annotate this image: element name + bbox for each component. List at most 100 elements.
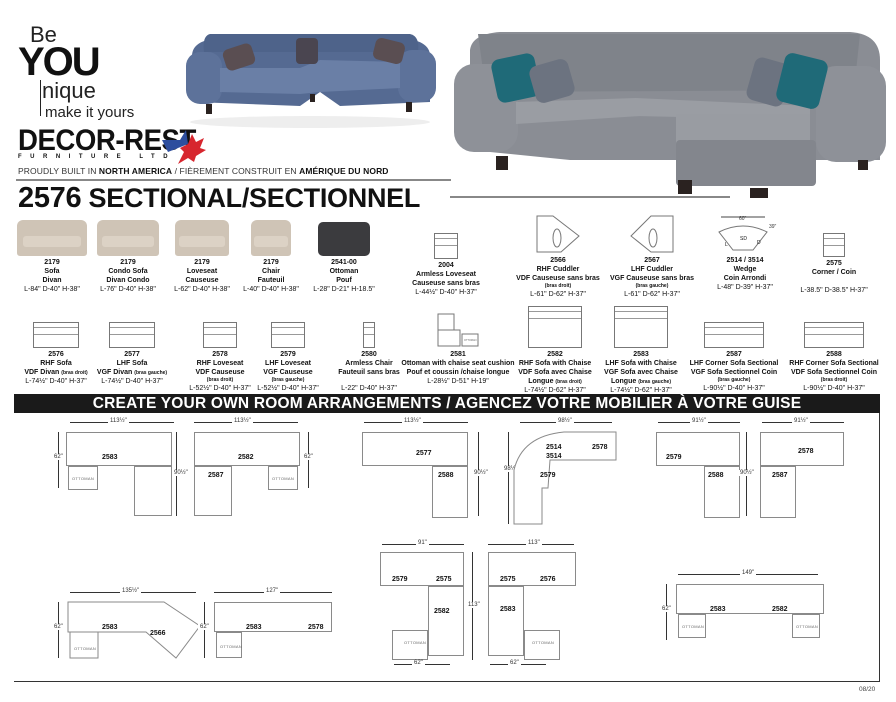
condo-sofa-photo (97, 220, 159, 256)
bottom-dim: 62" (412, 660, 425, 666)
product-name-fr: VGF Divan (bras gauche) (96, 369, 168, 376)
piece-label: 2587 (208, 472, 224, 479)
product-name-en: RHF Corner Sofa Sectional (789, 360, 879, 367)
arrangement-10[interactable]: 127" 62" OTTOMAN 2583 2578 (198, 588, 338, 663)
width-dim: 127" (264, 588, 281, 594)
product-dims: L-90½" D-40" H-37" (803, 385, 865, 392)
piece-label: 2583 (710, 606, 726, 613)
product-name-en: RHF Loveseat (196, 360, 244, 367)
tagline-divider (40, 80, 41, 116)
product-note: (bras droit) (544, 283, 572, 289)
hero-photo-blue-sectional (186, 34, 436, 128)
product-2582-rhf-sofa-chaise[interactable]: 2582 RHF Sofa with Chaise VDF Sofa avec … (514, 306, 596, 395)
product-name-en: Corner / Coin (811, 269, 857, 276)
product-name-en: Ottoman (329, 268, 359, 275)
armless-loveseat-diagram (434, 233, 458, 259)
arrangement-11[interactable]: 149" 62" OTTOMAN OTTOMAN 2583 2582 (660, 568, 840, 643)
piece-label: 2576 (540, 576, 556, 583)
product-dims: L-90½" D-40" H-37" (703, 385, 765, 392)
side-dim: 90½" (472, 470, 490, 476)
product-2580-armless-chair[interactable]: 2580 Armless Chair Fauteuil sans bras L-… (334, 322, 404, 393)
product-2587-lhf-corner-sofa[interactable]: 2587 LHF Corner Sofa Sectional VGF Sofa … (686, 322, 782, 393)
arrangement-4[interactable]: 98½" 98½" 2578 2514 3514 2579 (500, 418, 628, 530)
ottoman-label: OTTOMAN (404, 640, 427, 645)
depth-dim: 62" (52, 454, 65, 460)
product-note: (bras gauche) (271, 377, 305, 383)
product-2566-rhf-cuddler[interactable]: 2566 RHF Cuddler VDF Causeuse sans bras … (510, 214, 606, 299)
footer-date: 08/20 (859, 686, 876, 693)
product-name-en: Loveseat (186, 268, 218, 275)
piece-label: 2514 (546, 444, 562, 451)
width-dim: 91½" (792, 418, 810, 424)
product-2179-chair[interactable]: 2179 Chair Fauteuil L-40" D-40" H-38" (238, 220, 304, 294)
product-code: 2587 (726, 351, 742, 358)
piece-label: 2578 (592, 444, 608, 451)
product-2567-lhf-cuddler[interactable]: 2567 LHF Cuddler VGF Causeuse sans bras … (604, 214, 700, 299)
arrangement-3[interactable]: 113½" 2577 2588 90½" (360, 418, 490, 518)
sofa-photo (17, 220, 87, 256)
ottoman-label: OTTOMAN (74, 646, 97, 651)
product-code: 2576 (48, 351, 64, 358)
header-divider (16, 179, 451, 181)
arrangement-8[interactable]: 113" OTTOMAN 2575 2576 2583 62" (484, 540, 584, 670)
product-2576-rhf-sofa[interactable]: 2576 RHF Sofa VDF Divan (bras droit) L-7… (18, 322, 94, 386)
tagline-make-it-yours: make it yours (45, 104, 135, 121)
product-name-fr: VGF Causeuse sans bras (609, 275, 695, 282)
width-dim: 98½" (556, 418, 574, 424)
product-2575-corner[interactable]: 2575 Corner / Coin L-38.5" D-38.5" H-37" (794, 233, 874, 295)
product-code: 2577 (124, 351, 140, 358)
side-dim: 90½" (172, 470, 190, 476)
ottoman-label: OTTOMAN (532, 640, 555, 645)
piece-label: 2587 (772, 472, 788, 479)
product-dims: L-52½" D-40" H-37" (189, 385, 251, 392)
product-2588-rhf-corner-sofa[interactable]: 2588 RHF Corner Sofa Sectional VDF Sofa … (786, 322, 882, 393)
product-dims: L-74½" D-62" H-37" (610, 387, 672, 394)
product-code: 2575 (826, 260, 842, 267)
product-2577-lhf-sofa[interactable]: 2577 LHF Sofa VGF Divan (bras gauche) L-… (94, 322, 170, 386)
product-code: 2179 (44, 259, 60, 266)
product-2579-lhf-loveseat[interactable]: 2579 LHF Loveseat VGF Causeuse (bras gau… (254, 322, 322, 393)
ottoman-photo (318, 222, 370, 256)
product-2179-loveseat[interactable]: 2179 Loveseat Causeuse L-62" D-40" H-38" (166, 220, 238, 294)
arrangement-7[interactable]: 91" OTTOMAN 2579 2575 2582 113" 62" (378, 540, 482, 670)
product-name-fr: VDF Sofa avec Chaise (518, 369, 592, 376)
product-2578-rhf-loveseat[interactable]: 2578 RHF Loveseat VDF Causeuse (bras dro… (186, 322, 254, 393)
product-2514-3514-wedge[interactable]: 60" SD L D 39" 2514 / 3514 Wedge Coin Ar… (710, 214, 780, 292)
arrangement-9[interactable]: 135½" 62" OTTOMAN 2583 2566 (52, 588, 204, 663)
brand-subname: FURNITURE LTD (18, 154, 177, 160)
product-name-en: LHF Cuddler (631, 266, 673, 273)
rhf-corner-sofa-diagram (804, 322, 864, 348)
arrangement-5[interactable]: 91½" 2579 2588 90½" (654, 418, 756, 518)
product-code: 2566 (550, 257, 566, 264)
product-name-en: Armless Chair (345, 360, 393, 367)
product-dims: L-62" D-40" H-38" (174, 286, 230, 293)
product-code: 2581 (450, 351, 466, 358)
arrangement-1[interactable]: 113½" 62" OTTOMAN 2583 90½" (52, 418, 190, 518)
product-name-en: RHF Cuddler (536, 266, 580, 273)
product-2581-ottoman-chaise[interactable]: OTTOMAN 2581 Ottoman with chaise seat cu… (400, 312, 516, 386)
width-dim: 113½" (402, 418, 423, 424)
arrangement-2[interactable]: 113½" OTTOMAN 2582 2587 62" (190, 418, 320, 518)
width-dim: 91½" (690, 418, 708, 424)
piece-label: 2588 (708, 472, 724, 479)
product-2179-condo-sofa[interactable]: 2179 Condo Sofa Divan Condo L-76" D-40" … (92, 220, 164, 294)
product-2179-sofa[interactable]: 2179 Sofa Divan L-84" D-40" H-38" (14, 220, 90, 294)
side-dim: 113" (466, 602, 482, 608)
product-name-fr: VDF Divan (bras droit) (24, 369, 88, 376)
bottom-dim: 62" (508, 660, 521, 666)
arrangement-135-diagram (67, 601, 201, 659)
product-2583-lhf-sofa-chaise[interactable]: 2583 LHF Sofa with Chaise VGF Sofa avec … (600, 306, 682, 395)
product-name-fr: Pouf (336, 277, 352, 284)
product-name-en: LHF Sofa (116, 360, 148, 367)
product-2541-ottoman[interactable]: 2541-00 Ottoman Pouf L-28" D-21" H-18.5" (306, 220, 382, 294)
product-dims: L-44½" D-40" H-37" (415, 289, 477, 296)
svg-text:OTTOMAN: OTTOMAN (464, 339, 477, 342)
product-name-en: LHF Corner Sofa Sectional (689, 360, 779, 367)
product-code: 2179 (194, 259, 210, 266)
product-2004-armless-loveseat[interactable]: 2004 Armless Loveseat Causeuse sans bras… (404, 233, 488, 297)
tagline-nique: nique (42, 78, 96, 103)
arrangement-6[interactable]: 91½" 2578 2587 (758, 418, 858, 518)
tagline-you: YOU (18, 40, 101, 84)
product-code: 2567 (644, 257, 660, 264)
product-code: 2541-00 (331, 259, 357, 266)
